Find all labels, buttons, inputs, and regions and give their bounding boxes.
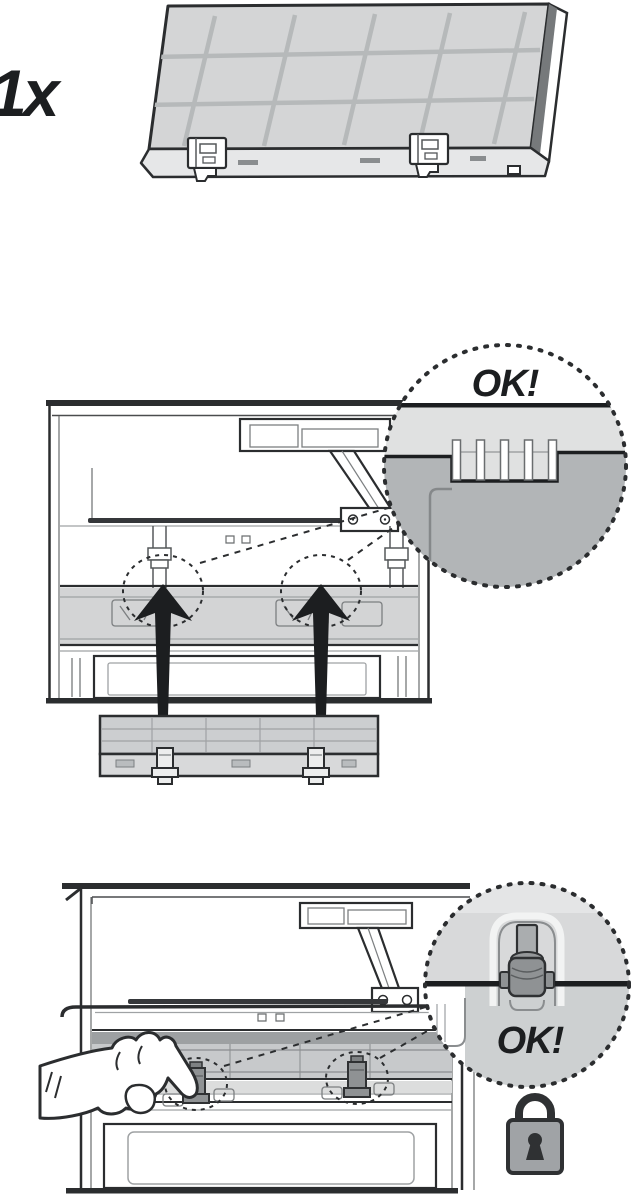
quantity-label: 1x <box>0 56 62 130</box>
leader-line-left <box>199 507 389 564</box>
dashed-target-right-2 <box>325 1051 389 1105</box>
step2-diagram: OK! <box>38 881 631 1194</box>
ok-callout-1: OK! <box>382 343 628 589</box>
ok-callout-2: OK! <box>423 881 631 1089</box>
lock-clip-right <box>343 1055 371 1098</box>
door-mechanism-2 <box>298 901 420 1014</box>
appliance-step2 <box>60 883 475 1194</box>
clip-teeth-detail <box>384 403 626 587</box>
door-bottom-edge <box>88 518 354 523</box>
plinth-clip-right <box>302 747 330 785</box>
dashed-target-right <box>280 554 362 628</box>
dashed-target-left <box>122 554 204 628</box>
panel-side-hatch <box>531 4 557 154</box>
ok-label-2: OK! <box>497 1020 564 1062</box>
step1-diagram: OK! <box>46 343 628 785</box>
ok-label-1: OK! <box>472 363 539 405</box>
spare-panel <box>139 2 569 182</box>
leader-line-left-2 <box>223 1003 437 1067</box>
leader-line-right <box>347 522 401 561</box>
locked-clip <box>499 923 555 998</box>
plinth-clip-left <box>151 747 179 785</box>
leader-line-right-2 <box>379 1017 451 1059</box>
up-arrow-left <box>134 584 192 716</box>
installed-plinth <box>92 1032 452 1044</box>
padlock-icon <box>506 1093 564 1175</box>
plinth-panel <box>98 714 380 785</box>
panel-clip-left <box>186 136 228 182</box>
magnifier-circle-1 <box>382 343 628 589</box>
panel-clip-right <box>408 132 450 178</box>
panel-grid-lines <box>149 11 541 147</box>
dashed-target-left-2 <box>164 1057 228 1111</box>
up-arrow-right <box>292 584 350 716</box>
pointing-hand-icon <box>38 1031 199 1120</box>
door-mechanism <box>238 417 400 533</box>
magnifier-circle-2 <box>423 881 631 1089</box>
